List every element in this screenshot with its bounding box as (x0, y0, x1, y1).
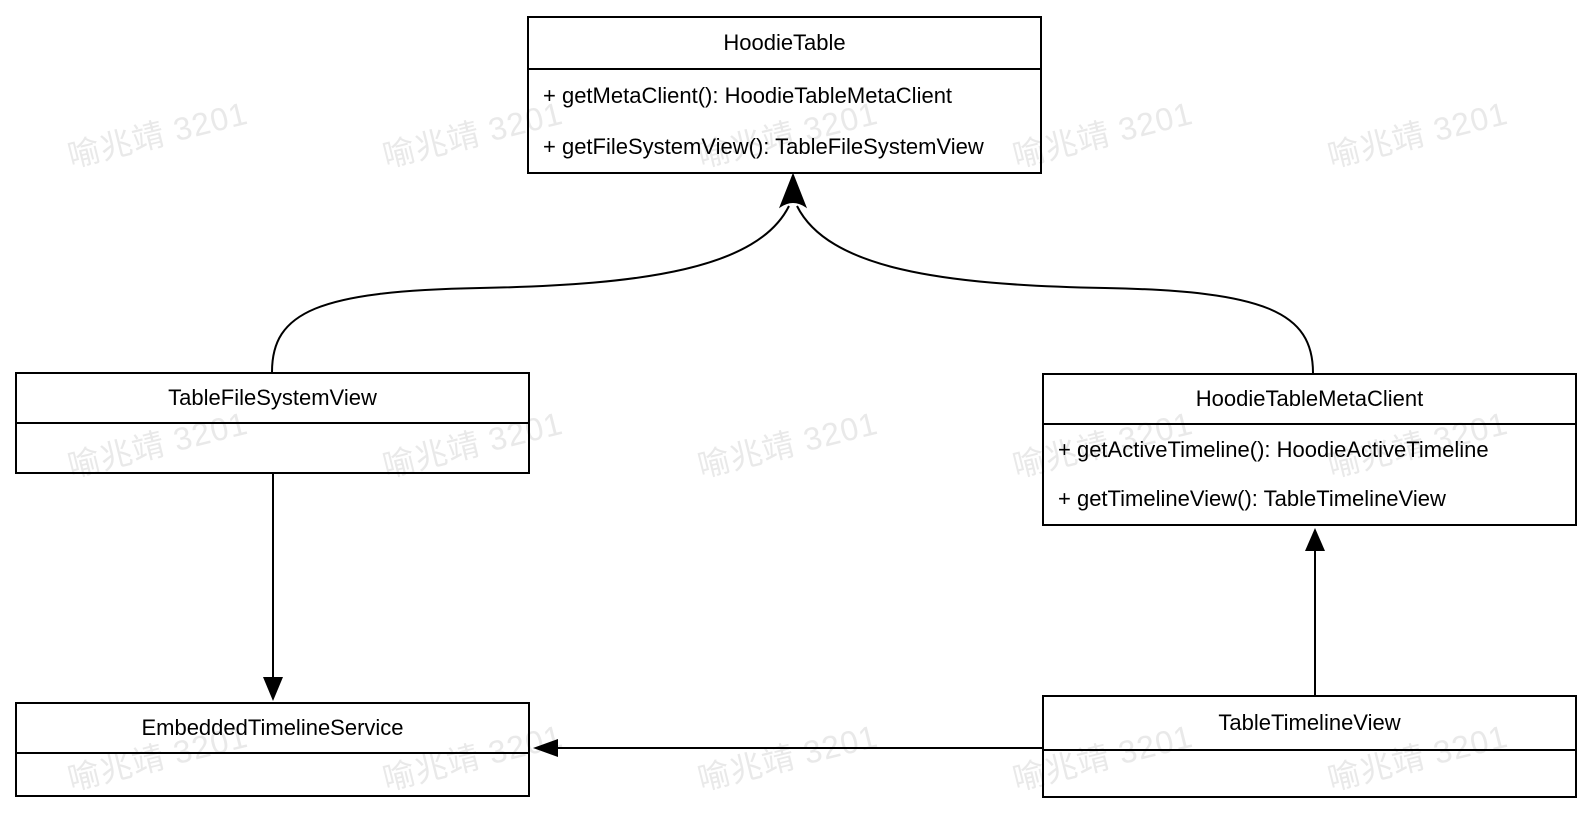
arrow-tabletimelineview-to-embeddedtimelineservice (533, 739, 1042, 757)
class-box-tabletimelineview: TableTimelineView (1042, 695, 1577, 798)
class-title-hoodietablemetaclient: HoodieTableMetaClient (1044, 375, 1575, 425)
method-getactivetimeline: + getActiveTimeline(): HoodieActiveTimel… (1058, 436, 1489, 462)
class-box-embeddedtimelineservice: EmbeddedTimelineService (15, 702, 530, 797)
method-gettimelineview: + getTimelineView(): TableTimelineView (1058, 486, 1446, 512)
methods-compartment-hoodietablemetaclient: + getActiveTimeline(): HoodieActiveTimel… (1044, 425, 1575, 524)
class-title-hoodietable: HoodieTable (529, 18, 1040, 70)
empty-compartment-tabletimelineview (1044, 751, 1575, 796)
arrow-tablefilesystemview-to-hoodietable (271, 205, 790, 373)
arrow-hoodietablemetaclient-to-hoodietable (796, 205, 1314, 374)
class-title-tabletimelineview: TableTimelineView (1044, 697, 1575, 751)
method-getfilesystemview: + getFileSystemView(): TableFileSystemVi… (543, 133, 984, 159)
arrow-tablefilesystemview-to-embeddedtimelineservice (263, 474, 283, 701)
class-box-hoodietablemetaclient: HoodieTableMetaClient + getActiveTimelin… (1042, 373, 1577, 526)
method-getmetaclient: + getMetaClient(): HoodieTableMetaClient (543, 82, 953, 108)
merge-arrowhead-icon (778, 172, 808, 209)
empty-compartment-tablefilesystemview (17, 424, 528, 472)
methods-compartment-hoodietable: + getMetaClient(): HoodieTableMetaClient… (529, 70, 1040, 172)
arrow-tabletimelineview-to-hoodietablemetaclient (1305, 528, 1325, 695)
class-box-tablefilesystemview: TableFileSystemView (15, 372, 530, 474)
class-title-tablefilesystemview: TableFileSystemView (17, 374, 528, 424)
class-box-hoodietable: HoodieTable + getMetaClient(): HoodieTab… (527, 16, 1042, 174)
empty-compartment-embeddedtimelineservice (17, 754, 528, 795)
class-title-embeddedtimelineservice: EmbeddedTimelineService (17, 704, 528, 754)
